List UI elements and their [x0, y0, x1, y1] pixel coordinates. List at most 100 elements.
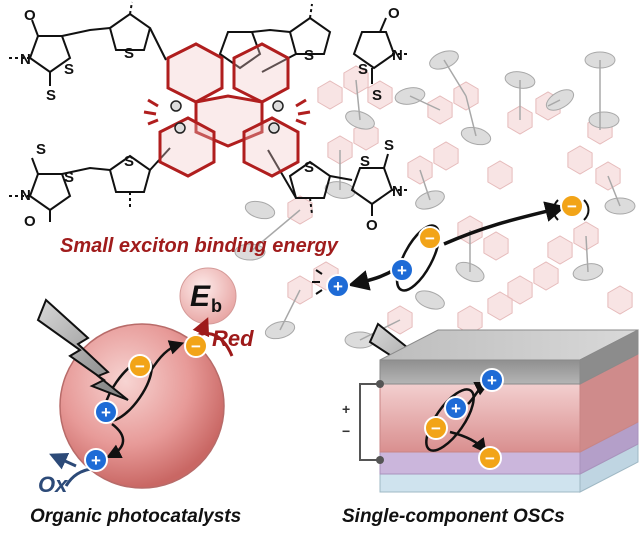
network-link: [547, 99, 561, 107]
atom-sulfur-7: S: [36, 141, 46, 158]
atom-sulfur-5: S: [358, 61, 368, 78]
hole-icon: +: [326, 274, 350, 298]
hole-icon: +: [84, 448, 108, 472]
network-link: [249, 209, 301, 253]
hole-circle: [390, 258, 414, 282]
charge-carriers: +−+−+−−++−+−: [84, 194, 584, 472]
atom-oxygen-3: O: [24, 213, 36, 230]
network-hexagon: [367, 80, 393, 110]
hole-sign: +: [451, 399, 461, 418]
atom-sulfur-10: S: [304, 159, 314, 176]
osc-caption: Single-component OSCs: [342, 506, 565, 527]
atom-labels: O O O O N N N N S S S S S S S S S S S S: [20, 5, 403, 234]
electron-sign: −: [485, 449, 495, 468]
electron-circle: [184, 334, 208, 358]
osc-device-stack: [359, 329, 639, 493]
atom-sulfur-6: S: [372, 87, 382, 104]
network-hexagon: [353, 121, 379, 151]
exciton-dissociation: [312, 199, 590, 295]
network-link: [419, 169, 431, 201]
hole-icon: +: [390, 258, 414, 282]
molecule-structure: [8, 1, 410, 222]
atom-nitrogen-3: N: [20, 187, 31, 204]
molecule-red-core: [158, 42, 300, 178]
hole-circle: [444, 396, 468, 420]
network-hexagon: [507, 275, 533, 305]
network-hexagon: [533, 261, 559, 291]
headline-text: Small exciton binding energy: [60, 235, 339, 257]
network-side-chain: [415, 290, 445, 310]
network-link: [443, 59, 467, 97]
network-link: [279, 289, 301, 331]
atom-nitrogen-4: N: [392, 183, 403, 200]
hole-sign: +: [91, 451, 101, 470]
atom-oxygen-4: O: [366, 217, 378, 234]
electron-icon: −: [560, 194, 584, 218]
electron-icon: −: [418, 226, 442, 250]
hole-circle: [94, 400, 118, 424]
electrode-plus-label: +: [342, 401, 350, 417]
atom-nitrogen-1: N: [20, 51, 31, 68]
network-hexagon: [567, 145, 593, 175]
electron-circle: [418, 226, 442, 250]
steric-hindrance-marks: [143, 98, 311, 126]
electron-icon: −: [478, 446, 502, 470]
electron-sign: −: [135, 357, 145, 376]
atom-sulfur-1: S: [64, 61, 74, 78]
atom-oxygen-2: O: [388, 5, 400, 22]
atom-sulfur-11: S: [360, 153, 370, 170]
atom-sulfur-9: S: [124, 153, 134, 170]
hydrogen-contacts: [170, 100, 284, 134]
energy-subscript: b: [211, 296, 222, 316]
network-side-chain: [588, 111, 620, 129]
hole-circle: [326, 274, 350, 298]
network-hexagon: [607, 285, 633, 315]
network-hexagon: [317, 80, 343, 110]
network-link: [465, 95, 477, 137]
hole-circle: [480, 368, 504, 392]
atom-sulfur-8: S: [64, 169, 74, 186]
energy-symbol: E: [190, 280, 211, 313]
exciton-binding-energy-bubble: E b: [179, 267, 237, 325]
atom-nitrogen-2: N: [392, 47, 403, 64]
hole-sign: +: [487, 371, 497, 390]
electron-icon: −: [128, 354, 152, 378]
network-hexagon: [547, 235, 573, 265]
electron-sign: −: [191, 337, 201, 356]
electron-sign: −: [431, 419, 441, 438]
molecule-rhodanine-top-right: [352, 31, 396, 70]
network-hexagon: [487, 160, 513, 190]
background-molecular-network: [234, 50, 636, 349]
hole-sign: +: [101, 403, 111, 422]
network-hexagon: [433, 141, 459, 171]
electron-circle: [424, 416, 448, 440]
electron-circle: [128, 354, 152, 378]
electrode-minus-label: −: [342, 423, 350, 439]
electron-icon: −: [424, 416, 448, 440]
network-hexagon: [483, 231, 509, 261]
atom-sulfur-2: S: [46, 87, 56, 104]
electron-icon: −: [184, 334, 208, 358]
hole-circle: [84, 448, 108, 472]
atom-sulfur-4: S: [304, 47, 314, 64]
electron-sign: −: [425, 229, 435, 248]
electron-sign: −: [567, 197, 577, 216]
network-hexagon: [487, 291, 513, 321]
atom-sulfur-12: S: [384, 137, 394, 154]
photocatalyst-caption: Organic photocatalysts: [30, 506, 241, 527]
hole-sign: +: [333, 277, 343, 296]
electron-circle: [478, 446, 502, 470]
hole-icon: +: [444, 396, 468, 420]
atom-sulfur-3: S: [124, 45, 134, 62]
lightning-bolt-icon: [36, 298, 129, 401]
network-link: [355, 79, 361, 121]
network-side-chain: [244, 200, 276, 220]
atom-oxygen-1: O: [24, 7, 36, 24]
oxidation-label: Ox: [38, 472, 68, 497]
network-link: [409, 95, 441, 111]
electron-circle: [560, 194, 584, 218]
hole-icon: +: [480, 368, 504, 392]
hole-icon: +: [94, 400, 118, 424]
